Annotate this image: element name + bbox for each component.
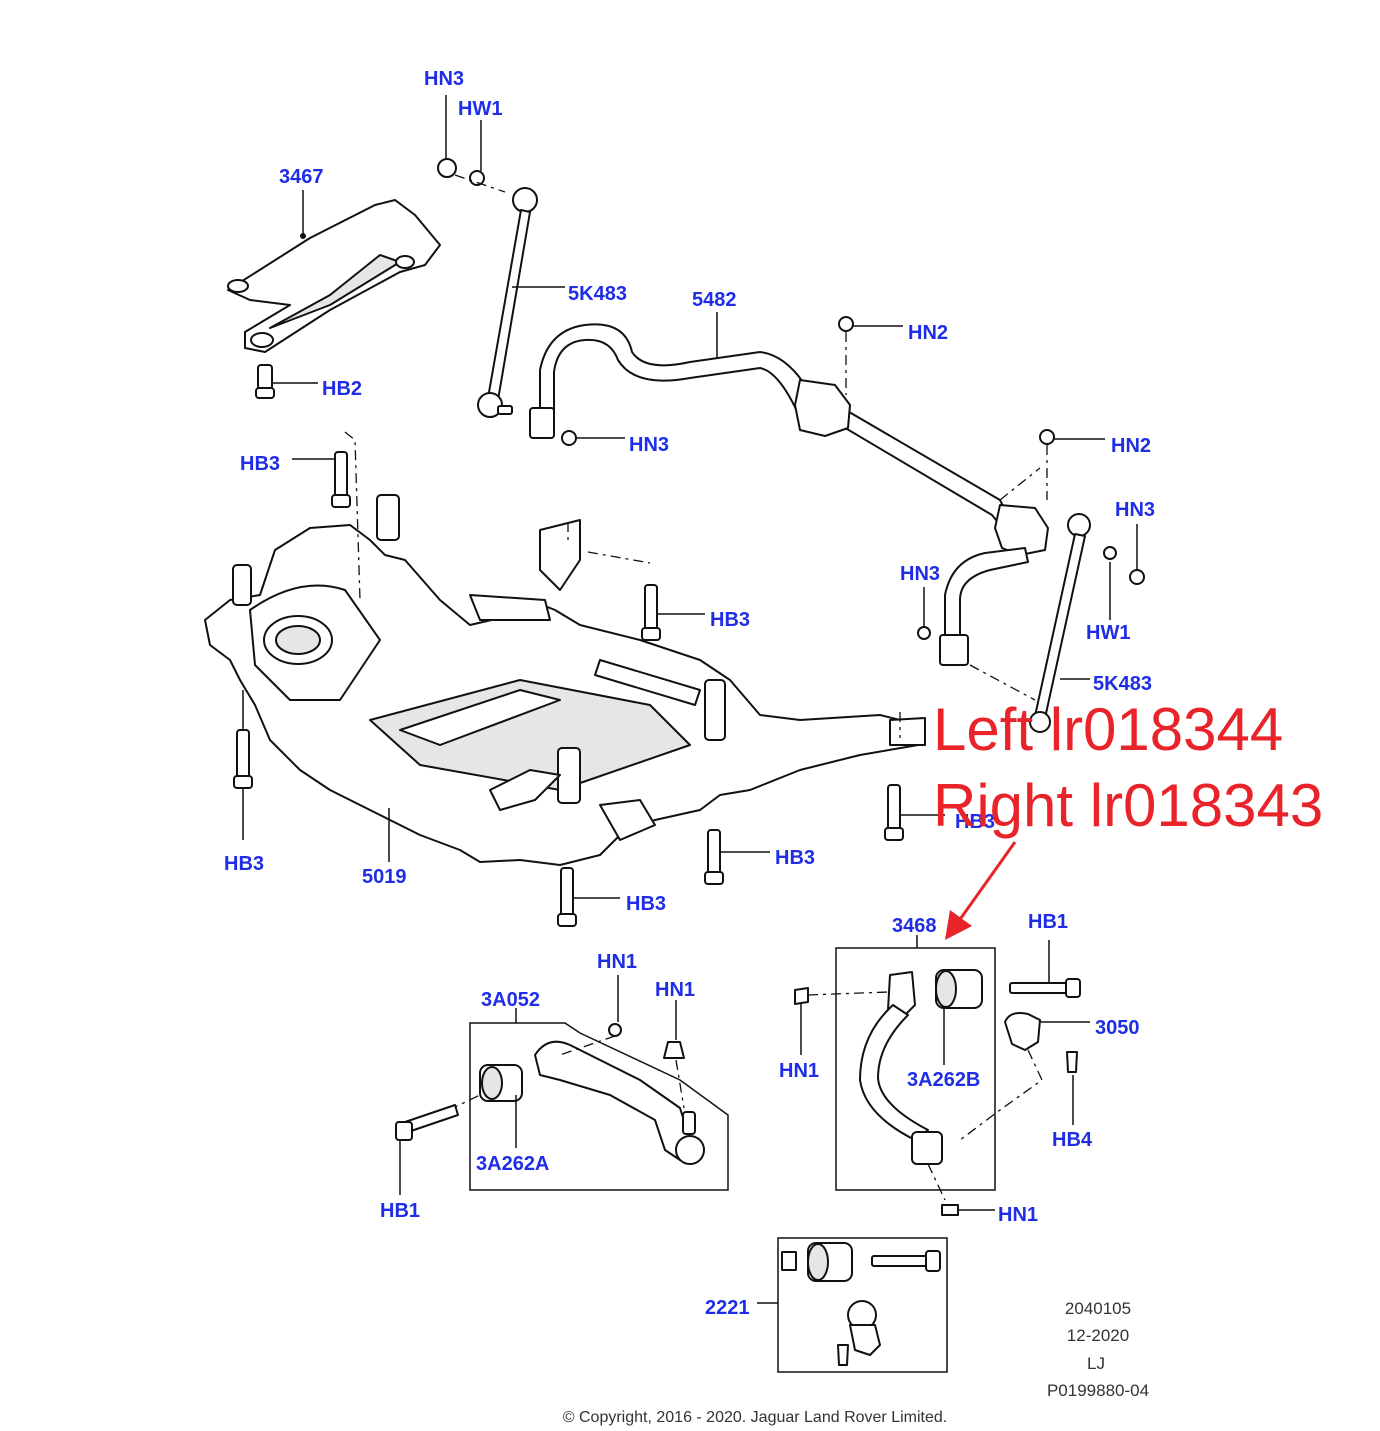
label-hb2: HB2 [322,378,362,400]
link-5k483-right-drawing [1029,513,1145,733]
label-hb3-right: HB3 [955,811,995,833]
label-5k483-right: 5K483 [1093,673,1152,695]
label-hb3-left-top: HB3 [240,453,280,475]
label-3a052: 3A052 [481,989,540,1011]
label-hw1-top: HW1 [458,98,502,120]
label-5482: 5482 [692,289,737,311]
drawing-code: LJ [1087,1354,1105,1373]
drawing-date: 12-2020 [1067,1326,1129,1345]
label-hn1-left-box: HN1 [779,1060,819,1082]
link-5k483-top-drawing [437,95,565,418]
label-hn3-right: HN3 [1115,499,1155,521]
control-arm-3468-drawing [794,935,1090,1216]
label-hb3-bottom-mid: HB3 [775,847,815,869]
label-hb4: HB4 [1052,1129,1093,1151]
label-hn3-rightmid: HN3 [900,563,940,585]
label-hn3-mid: HN3 [629,434,669,456]
label-3a262b: 3A262B [907,1069,980,1091]
label-3468: 3468 [892,915,937,937]
label-hn1-top: HN1 [597,951,637,973]
label-hw1-right: HW1 [1086,622,1130,644]
label-3a262a: 3A262A [476,1153,549,1175]
copyright-text: © Copyright, 2016 - 2020. Jaguar Land Ro… [563,1409,947,1426]
label-5019: 5019 [362,866,407,888]
annotation-left-part-number: Left lr018344 [933,696,1283,763]
repair-kit-2221-drawing [757,1237,948,1373]
bolts-hb3-drawing [233,451,945,927]
part-labels: HN3 HW1 3467 5K483 5482 HN2 HB2 HN3 HN2 … [224,68,1155,1319]
label-3050: 3050 [1095,1017,1140,1039]
drawing-ref: P0199880-04 [1047,1381,1149,1400]
label-hb3-left-bottom: HB3 [224,853,264,875]
label-hb3-mid: HB3 [710,609,750,631]
plate-3467-drawing [227,190,441,353]
subframe-5019-drawing [204,431,926,866]
annotation-right-part-number: Right lr018343 [933,772,1323,839]
label-hn1-bottom: HN1 [998,1204,1038,1226]
label-hn1-mid: HN1 [655,979,695,1001]
control-arm-3a052-drawing [395,975,729,1195]
label-hb3-bottom: HB3 [626,893,666,915]
label-hn3-top: HN3 [424,68,464,90]
bolt-hb2-drawing [255,364,318,399]
label-2221: 2221 [705,1297,750,1319]
label-3467: 3467 [279,166,324,188]
label-5k483-top: 5K483 [568,283,627,305]
drawing-number: 2040105 [1065,1299,1131,1318]
label-hb1-left: HB1 [380,1200,420,1222]
label-hb1-right: HB1 [1028,911,1068,933]
stabilizer-bar-5482-drawing [529,312,1011,526]
drawing-info: 2040105 12-2020 LJ P0199880-04 [1047,1299,1149,1400]
label-hn2-top: HN2 [908,322,948,344]
annotation-arrow [945,841,1017,940]
label-hn2-right: HN2 [1111,435,1151,457]
stabilizer-bar-right-drawing [917,429,1105,701]
